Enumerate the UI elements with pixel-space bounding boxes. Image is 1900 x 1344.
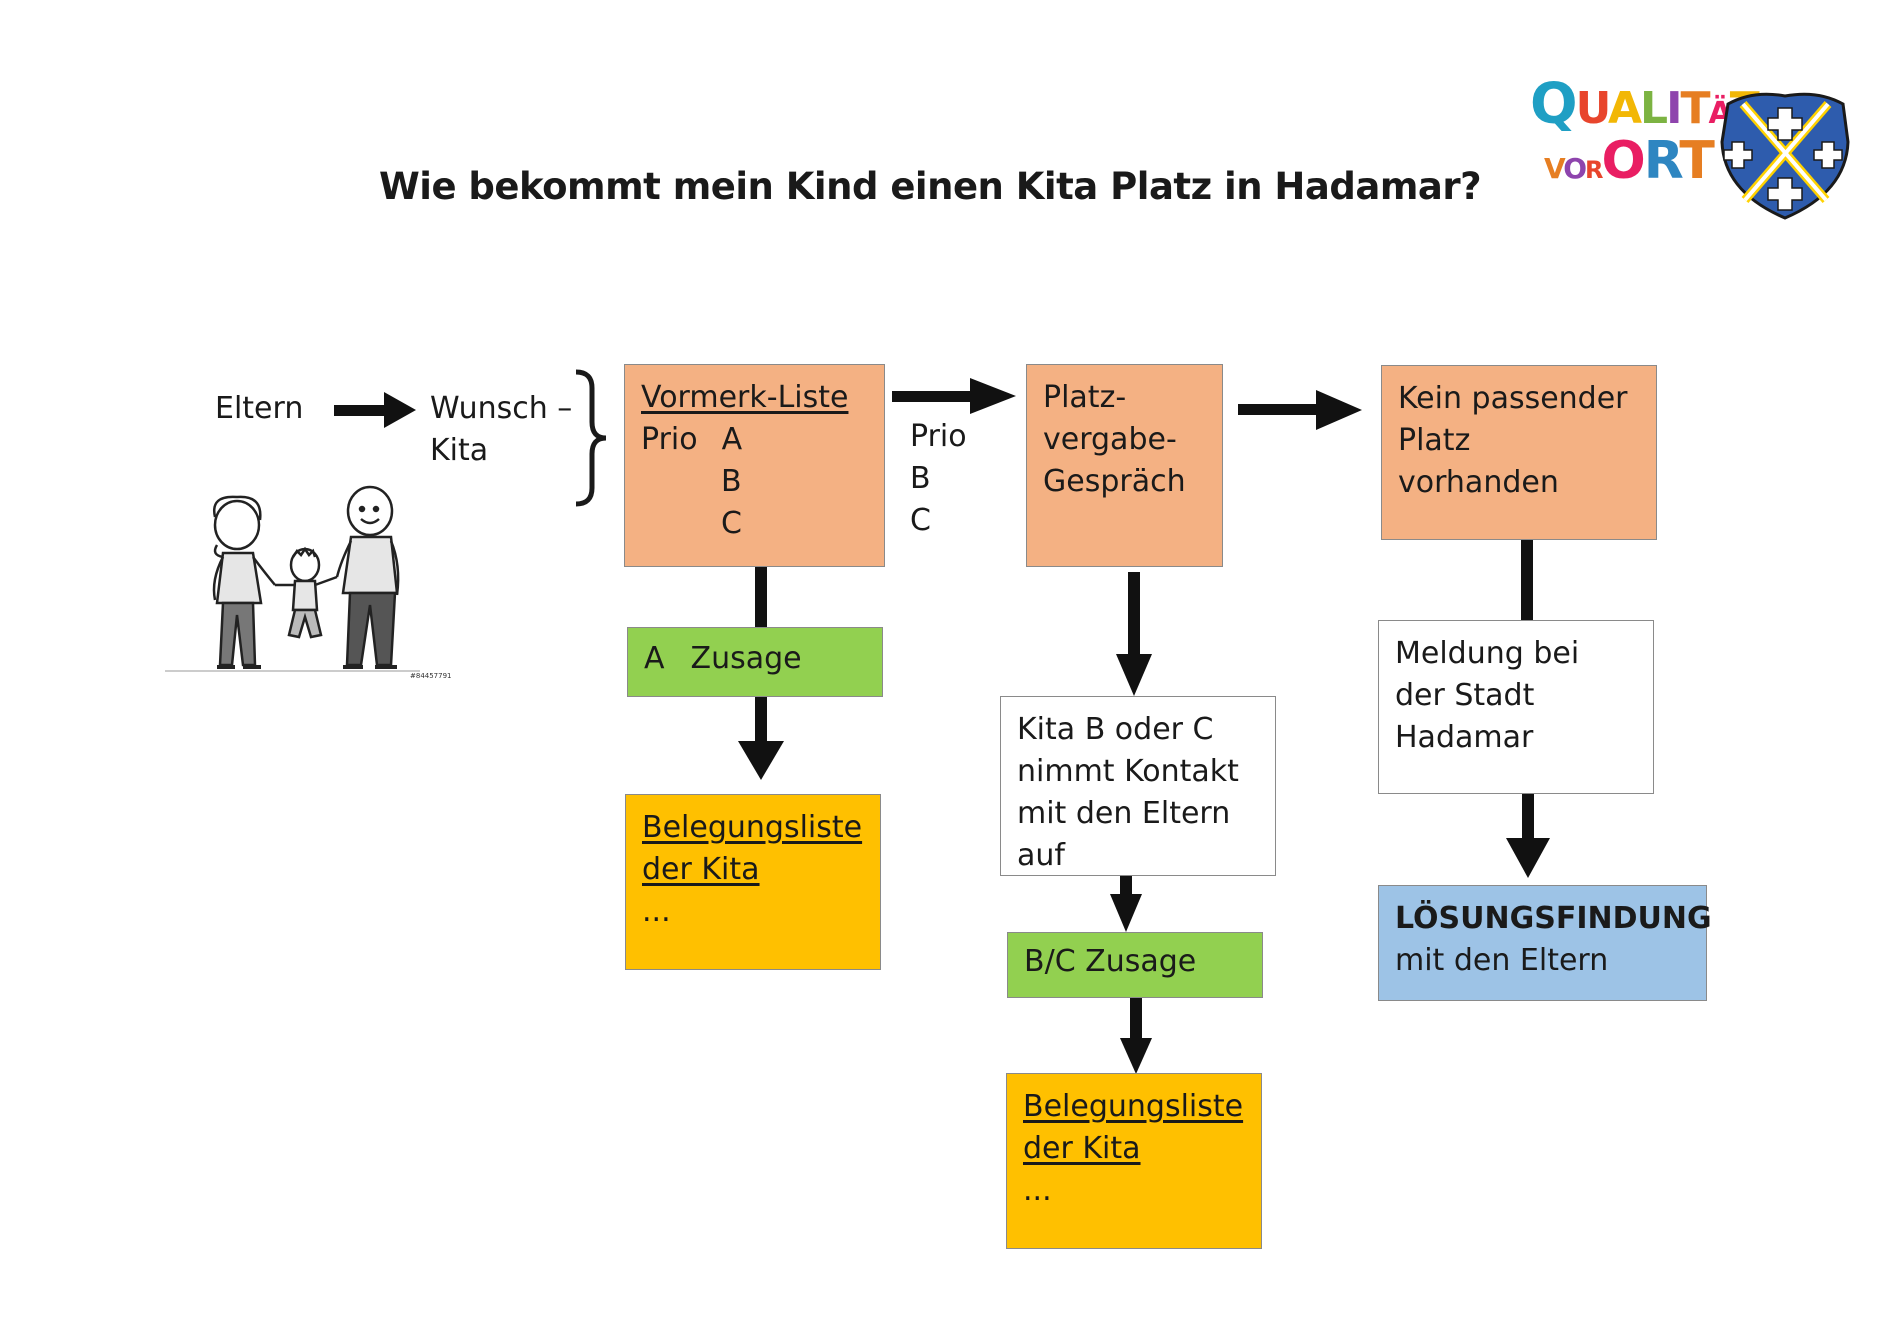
prio-bc-label: Prio B C [910, 416, 967, 542]
loesung-bold: LÖSUNGSFINDUNG [1395, 901, 1712, 936]
vormerk-prio-b: B [721, 464, 742, 499]
prio-bc-line: Prio [910, 419, 967, 454]
arrow-head [1120, 1038, 1152, 1074]
arrow-head [1116, 654, 1152, 696]
belegungsliste-box-1: Belegungsliste der Kita ... [625, 794, 881, 970]
logo-letter: O [1563, 152, 1587, 185]
prio-bc-line: C [910, 503, 931, 538]
zusage-bc-box: B/C Zusage [1007, 932, 1263, 998]
arrow-head [1110, 894, 1142, 932]
vormerk-liste-box: Vormerk-Liste Prio A B C [624, 364, 885, 567]
logo-letter: R [1643, 131, 1682, 191]
arrow-shaft [755, 567, 767, 627]
logo-letter: L [1640, 83, 1668, 134]
arrow-head [738, 741, 784, 780]
logo-letter: Q [1530, 72, 1578, 137]
platzvergabe-box: Platz- vergabe- Gespräch [1026, 364, 1223, 567]
zusage-a-box: A Zusage [627, 627, 883, 697]
arrow-shaft [1130, 998, 1142, 1040]
arrow-shaft [1522, 794, 1534, 840]
belegung1-ellipsis: ... [642, 894, 671, 929]
logo-letter: R [1585, 156, 1604, 184]
zusage-a-text: Zusage [690, 641, 802, 676]
logo-letter: V [1544, 152, 1565, 185]
belegung1-line: der Kita [642, 852, 760, 887]
arrow-shaft [755, 697, 767, 743]
brace-icon [575, 369, 607, 507]
vormerk-prio-a: A [721, 422, 743, 457]
logo-letter: U [1575, 83, 1610, 134]
platzvergabe-line: vergabe- [1043, 422, 1177, 457]
kita-bc-kontakt-box: Kita B oder C nimmt Kontakt mit den Elte… [1000, 696, 1276, 876]
kein-platz-line: Kein passender [1398, 381, 1628, 416]
logo-letter: T [1679, 131, 1715, 191]
kein-platz-line: vorhanden [1398, 465, 1559, 500]
logo-letter: A [1607, 83, 1642, 134]
wish-kita-line: Wunsch – [430, 391, 573, 426]
vormerk-prio: Prio [641, 422, 698, 457]
platzvergabe-line: Platz- [1043, 380, 1127, 415]
logo-letter: T [1680, 83, 1710, 134]
logo-letter: O [1601, 131, 1645, 191]
loesungsfindung-box: LÖSUNGSFINDUNG mit den Eltern [1378, 885, 1712, 1001]
image-caption: #84457791 [410, 672, 452, 680]
meldung-stadt-box: Meldung bei der Stadt Hadamar [1378, 620, 1654, 794]
arrow-head [1506, 838, 1550, 878]
arrow-head [1316, 390, 1362, 430]
belegung1-line: Belegungsliste [642, 810, 863, 845]
belegung2-line: der Kita [1023, 1131, 1141, 1166]
zusage-a-letter: A [644, 641, 665, 676]
belegungsliste-box-2: Belegungsliste der Kita ... [1006, 1073, 1262, 1249]
meldung-line: Hadamar [1395, 720, 1534, 755]
kein-platz-line: Platz [1398, 423, 1471, 458]
kita-bc-line: mit den Eltern [1017, 796, 1231, 831]
coat-of-arms-icon [1720, 92, 1850, 220]
arrow-head [970, 378, 1016, 414]
parents-label: Eltern [215, 391, 304, 426]
kita-bc-line: Kita B oder C [1017, 712, 1214, 747]
arrow-head [384, 392, 416, 428]
prio-bc-line: B [910, 461, 931, 496]
meldung-line: Meldung bei [1395, 636, 1580, 671]
arrow-shaft [1521, 540, 1533, 620]
meldung-line: der Stadt [1395, 678, 1535, 713]
kein-platz-box: Kein passender Platz vorhanden [1381, 365, 1657, 540]
wish-kita-line: Kita [430, 433, 489, 468]
belegung2-ellipsis: ... [1023, 1173, 1052, 1208]
arrow-shaft [892, 391, 972, 402]
logo-letter: I [1666, 83, 1682, 134]
kita-bc-line: nimmt Kontakt [1017, 754, 1239, 789]
arrow-shaft [1238, 404, 1318, 415]
wish-kita-label: Wunsch – Kita [430, 388, 572, 472]
arrow-shaft [1128, 572, 1140, 656]
loesung-rest: mit den Eltern [1395, 943, 1609, 978]
arrow-shaft [334, 405, 386, 416]
vormerk-prio-row: Prio A [641, 419, 868, 461]
kita-bc-line: auf [1017, 838, 1065, 873]
arrow-shaft [1120, 876, 1132, 896]
belegung2-line: Belegungsliste [1023, 1089, 1244, 1124]
platzvergabe-line: Gespräch [1043, 464, 1186, 499]
vormerk-heading: Vormerk-Liste [641, 380, 849, 415]
page-title: Wie bekommt mein Kind einen Kita Platz i… [378, 165, 1482, 208]
family-illustration: #84457791 [165, 485, 452, 680]
vormerk-prio-c: C [721, 506, 742, 541]
